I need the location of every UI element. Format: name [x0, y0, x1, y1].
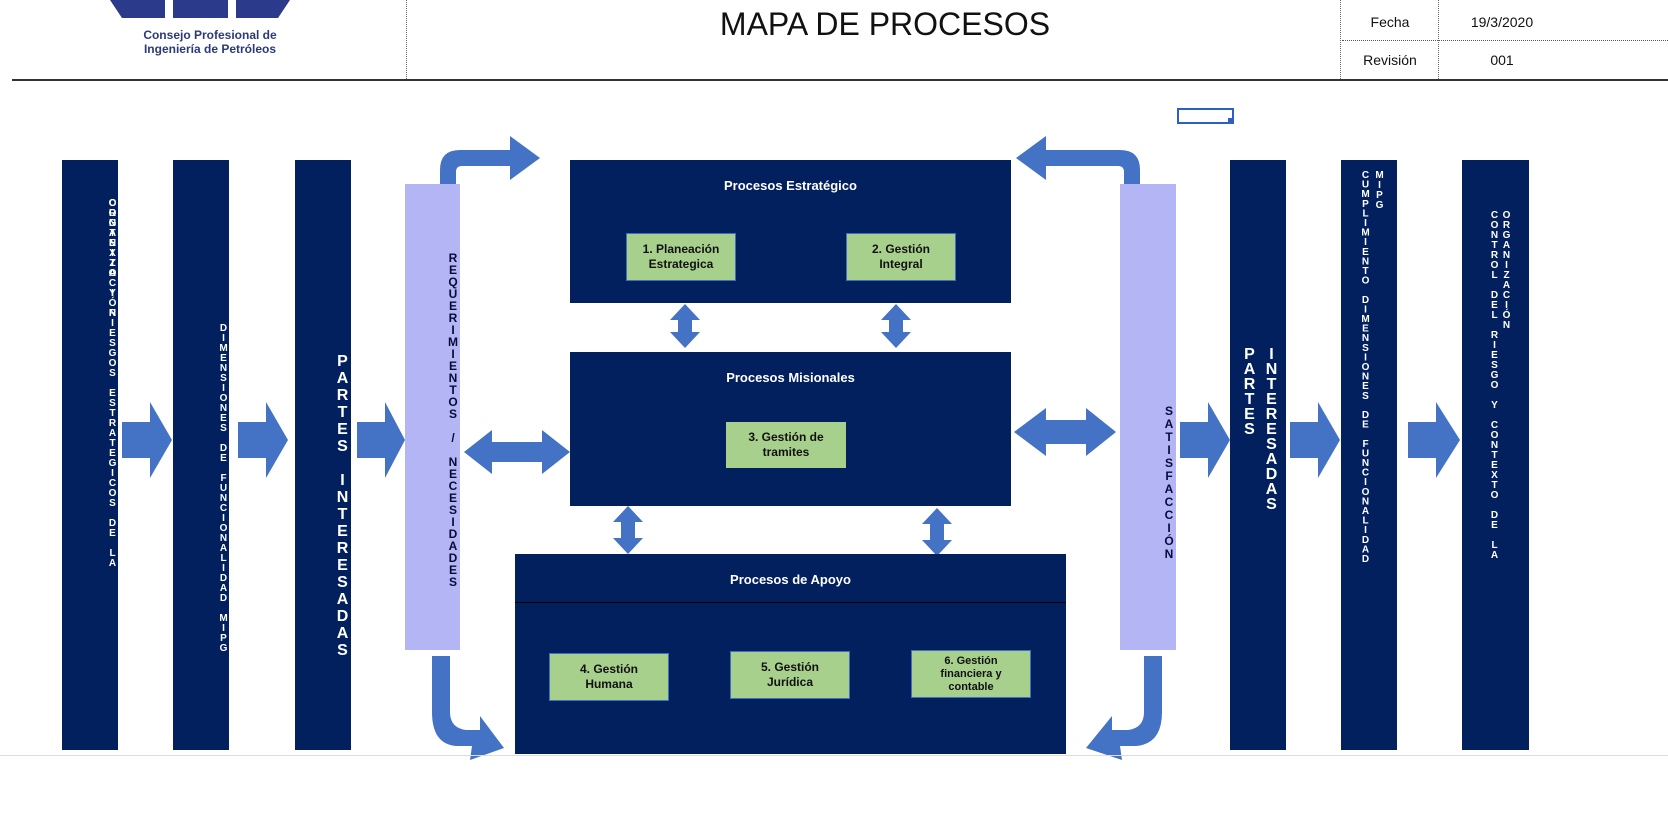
- column-dimensiones: DIMENSIONES DE FUNCIONALIDAD MIPG: [173, 160, 229, 750]
- header-divider-left: [406, 0, 407, 79]
- process-gestion-integral: 2. Gestión Integral: [846, 233, 956, 281]
- column-satisfaccion-label: SATISFACCIÓN: [1162, 404, 1176, 560]
- column-cumplimiento-label: CUMPLIMIENTO DIMENSIONES DE FUNCIONALIDA…: [1360, 170, 1371, 564]
- column-cumplimiento: CUMPLIMIENTO DIMENSIONES DE FUNCIONALIDA…: [1341, 160, 1397, 750]
- arrow-right-2: [238, 402, 288, 478]
- selection-handle[interactable]: [1228, 118, 1233, 123]
- process-gestion-juridica: 5. Gestión Jurídica: [730, 651, 850, 699]
- procesos-apoyo-title: Procesos de Apoyo: [730, 572, 851, 587]
- arrow-vert-2: [881, 304, 911, 348]
- column-contexto-label: CONTEXTO Y RIESGOS ESTRATEGICOS DE LA: [107, 198, 118, 568]
- bottom-rule: [0, 755, 1668, 756]
- page-title: MAPA DE PROCESOS: [719, 6, 1051, 42]
- process-gestion-tramites: 3. Gestión de tramites: [726, 422, 846, 468]
- logo-graphic: [110, 0, 290, 20]
- revision-label: Revisión: [1363, 52, 1417, 68]
- column-requerimientos-label: REQUERIMIENTOS / NECESIDADES: [446, 251, 460, 587]
- fecha-label: Fecha: [1370, 14, 1410, 30]
- column-cumplimiento-label-mipg: MIPG: [1374, 170, 1385, 210]
- procesos-estrategico-title: Procesos Estratégico: [724, 178, 857, 193]
- column-control: CONTROL DEL RIESGO Y CONTEXTO DE LA ORGA…: [1462, 160, 1529, 750]
- arrow-curved-top-right: [1016, 136, 1140, 186]
- selected-cell-indicator[interactable]: [1177, 108, 1234, 124]
- procesos-misionales-title: Procesos Misionales: [726, 370, 855, 385]
- column-partes-left-label: PARTES INTERESADAS: [334, 353, 351, 659]
- arrow-right-3: [357, 402, 405, 478]
- procesos-estrategico-box: Procesos Estratégico 1. Planeación Estra…: [570, 160, 1011, 303]
- column-control-label-org: ORGANIZACIÓN: [1501, 210, 1512, 330]
- arrow-right-1: [122, 402, 172, 478]
- meta-separator: [1342, 40, 1668, 41]
- process-gestion-humana: 4. Gestión Humana: [549, 653, 669, 701]
- column-contexto-label-org: ORGANIZACIÓN: [107, 198, 118, 318]
- apoyo-divider: [515, 602, 1066, 603]
- column-partes-left: PARTES INTERESADAS: [295, 160, 351, 750]
- logo-text: Consejo Profesional de Ingeniería de Pet…: [143, 28, 277, 56]
- revision-value: 001: [1490, 52, 1514, 68]
- column-dimensiones-label: DIMENSIONES DE FUNCIONALIDAD MIPG: [218, 323, 229, 653]
- header-divider-meta: [1438, 0, 1439, 79]
- arrow-right-5: [1290, 402, 1340, 478]
- arrow-right-4: [1180, 402, 1230, 478]
- arrow-curved-bottom-left: [432, 656, 504, 760]
- arrow-curved-bottom-right: [1086, 656, 1162, 760]
- header-rule: [12, 79, 1668, 81]
- column-partes-right: PARTES INTERESADAS: [1230, 160, 1286, 750]
- column-control-label: CONTROL DEL RIESGO Y CONTEXTO DE LA: [1489, 210, 1500, 560]
- process-gestion-financiera: 6. Gestión financiera y contable: [911, 650, 1031, 698]
- arrow-curved-top-left: [440, 136, 540, 186]
- column-satisfaccion: SATISFACCIÓN: [1120, 184, 1176, 650]
- arrow-right-6: [1408, 402, 1460, 478]
- header-divider-right: [1340, 0, 1341, 79]
- fecha-value: 19/3/2020: [1470, 14, 1534, 30]
- arrow-vert-1: [670, 304, 700, 348]
- arrow-double-right: [1014, 408, 1116, 456]
- column-requerimientos: REQUERIMIENTOS / NECESIDADES: [405, 184, 460, 650]
- arrow-vert-4: [922, 508, 952, 556]
- arrow-vert-3: [613, 506, 643, 554]
- process-planeacion-estrategica: 1. Planeación Estrategica: [626, 233, 736, 281]
- column-partes-right-label-b: INTERESADAS: [1263, 346, 1280, 511]
- procesos-apoyo-box: Procesos de Apoyo 4. Gestión Humana 5. G…: [515, 554, 1066, 754]
- arrow-double-left: [464, 430, 570, 474]
- column-contexto: CONTEXTO Y RIESGOS ESTRATEGICOS DE LA OR…: [62, 160, 118, 750]
- column-partes-right-label-a: PARTES: [1241, 346, 1258, 436]
- procesos-misionales-box: Procesos Misionales 3. Gestión de tramit…: [570, 352, 1011, 506]
